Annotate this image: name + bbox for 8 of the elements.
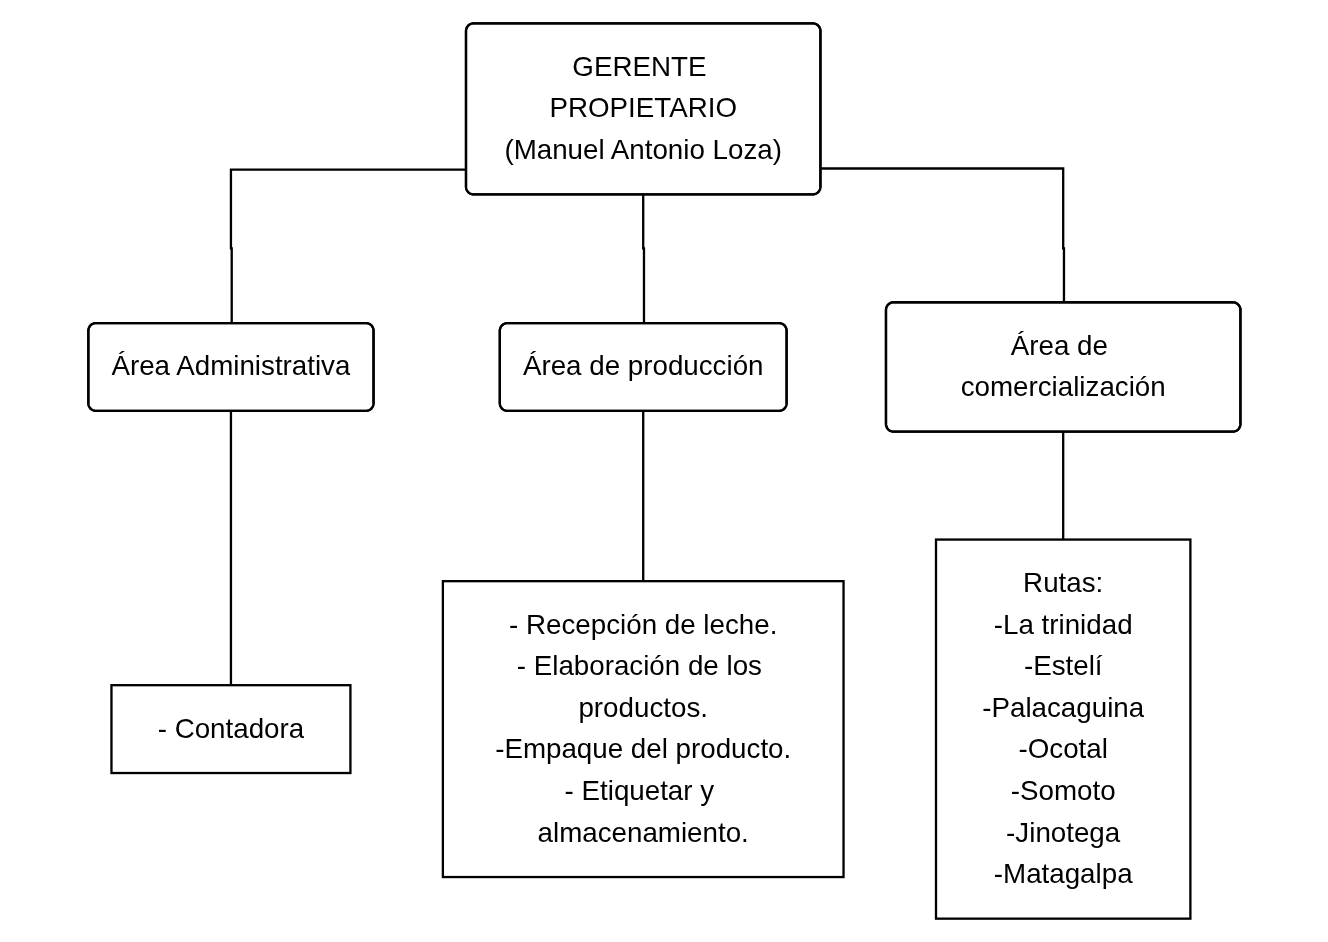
connector: [229, 410, 233, 686]
node-box: - Contadora: [109, 684, 352, 775]
connector: [820, 167, 1065, 303]
node-box: Rutas: -La trinidad -Estelí -Palacaguina -Ocotal -Somoto -Jinotega -Matagalpa: [934, 538, 1192, 920]
connector: [641, 194, 645, 324]
connector: [1061, 431, 1065, 540]
connector: [641, 410, 645, 582]
node-box: - Recepción de leche. - Elaboración de los productos. -Empaque del producto. - Etiquetar y almacenamiento.: [441, 580, 845, 879]
